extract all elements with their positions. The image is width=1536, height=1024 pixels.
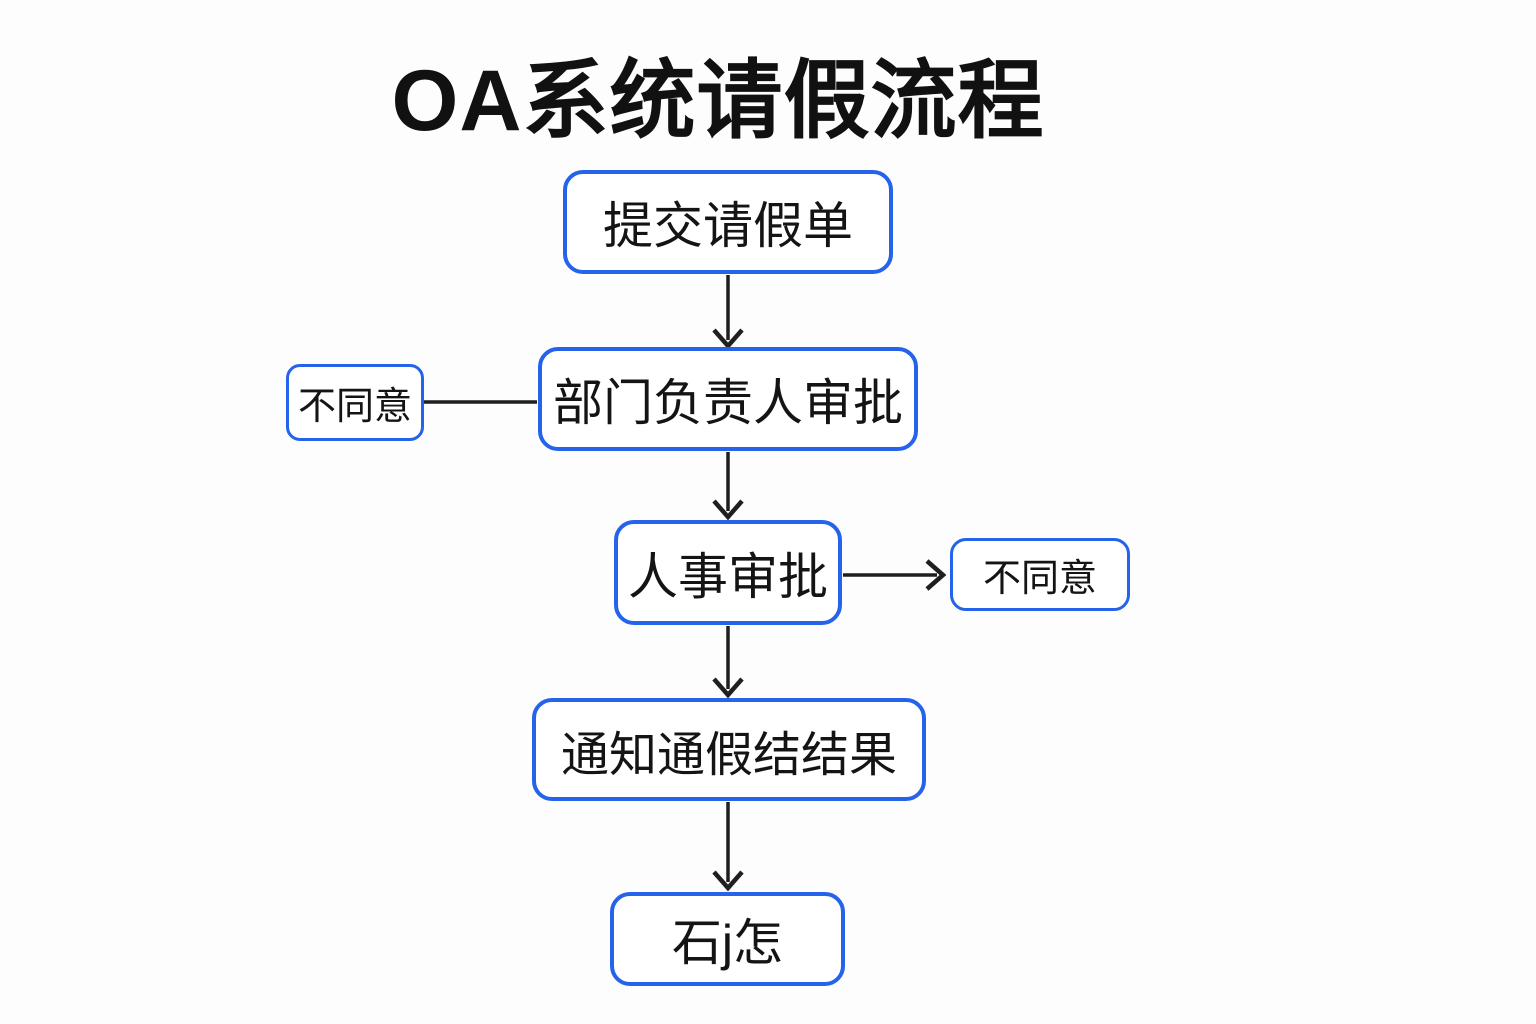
flow-node-dept-reject: 不同意: [286, 364, 424, 441]
arrowhead-down-icon: [712, 328, 744, 350]
flow-node-end-label: 石j怎: [671, 915, 784, 971]
flow-node-hr-approval: 人事审批: [614, 520, 842, 625]
edge-hr-approval-to-notify-result: [712, 626, 744, 699]
arrowhead-down-icon: [712, 499, 744, 521]
flow-node-submit: 提交请假单: [563, 170, 893, 274]
edge-hr-approval-to-hr-reject: [843, 559, 947, 591]
edge-notify-result-to-end: [712, 802, 744, 892]
flow-node-dept-approval-label: 部门负责人审批: [553, 375, 903, 431]
flow-node-hr-reject: 不同意: [950, 538, 1130, 611]
flow-node-notify-result: 通知通假结结果: [532, 698, 926, 801]
arrowhead-down-icon: [712, 677, 744, 699]
flow-node-end: 石j怎: [610, 892, 845, 986]
flow-node-submit-label: 提交请假单: [603, 198, 853, 254]
flow-node-hr-approval-label: 人事审批: [628, 548, 828, 605]
flow-node-dept-approval: 部门负责人审批: [538, 347, 918, 451]
arrowhead-down-icon: [712, 870, 744, 892]
page-title: OA系统请假流程: [391, 53, 1045, 149]
arrowhead-right-icon: [925, 559, 947, 591]
edge-submit-to-dept-approval: [712, 275, 744, 350]
flow-node-notify-result-label: 通知通假结结果: [560, 728, 897, 782]
flow-node-dept-reject-label: 不同意: [297, 386, 412, 428]
flow-node-hr-reject-label: 不同意: [982, 558, 1097, 600]
edge-dept-approval-to-hr-approval: [712, 452, 744, 521]
